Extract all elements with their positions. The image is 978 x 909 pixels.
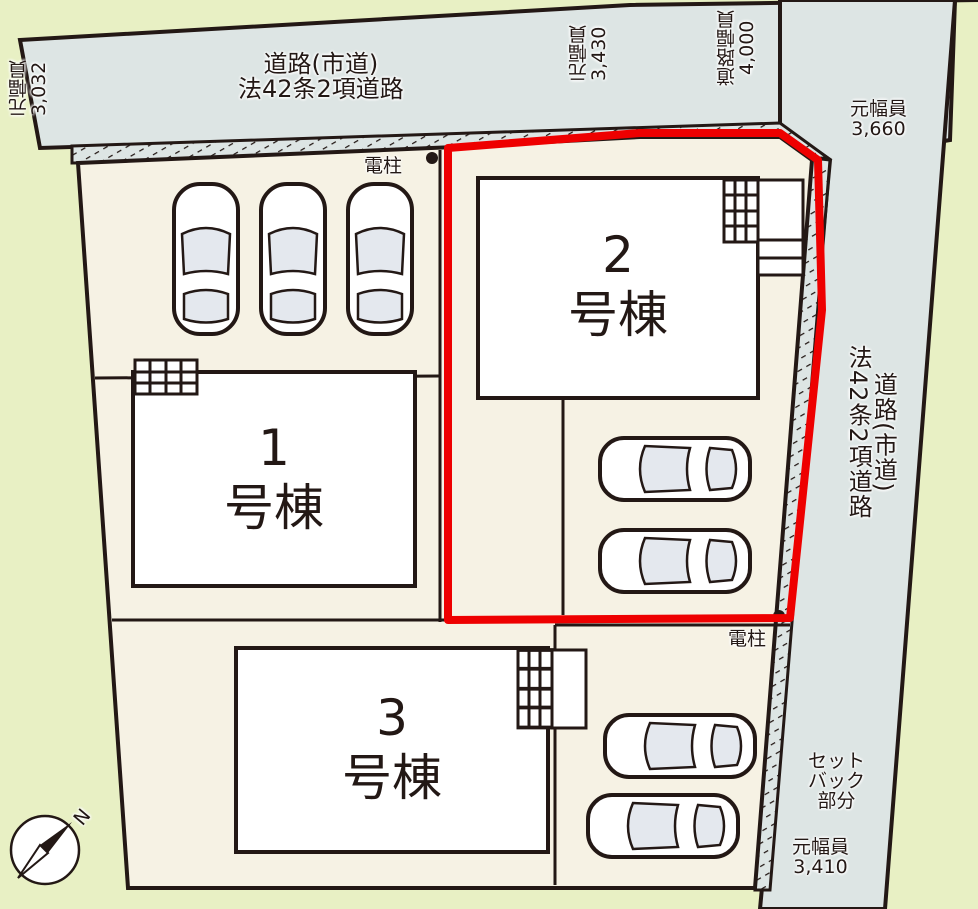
utility-pole-icon <box>426 152 438 164</box>
building-3 <box>234 646 550 854</box>
building-2 <box>476 176 760 400</box>
east-road-label: 道路(市道)法42条2項道路 <box>844 345 898 519</box>
car <box>346 182 414 336</box>
compass-icon <box>9 814 81 886</box>
steps <box>756 178 805 277</box>
stairs <box>722 178 760 244</box>
building-1 <box>131 370 417 588</box>
highlight-boundary <box>444 129 826 624</box>
utility-pole-label: 電柱 <box>364 155 403 177</box>
utility-pole-label: 電柱 <box>728 628 767 650</box>
steps <box>550 648 588 730</box>
car <box>172 182 240 336</box>
car <box>603 713 757 779</box>
car <box>598 436 752 502</box>
car <box>259 182 327 336</box>
setback-label: セット バック 部分 <box>808 750 866 812</box>
north-road-label: 道路(市道) 法42条2項道路 <box>238 50 404 104</box>
car <box>586 793 740 859</box>
car <box>598 528 752 594</box>
stairs <box>516 648 554 730</box>
stairs <box>133 358 199 396</box>
